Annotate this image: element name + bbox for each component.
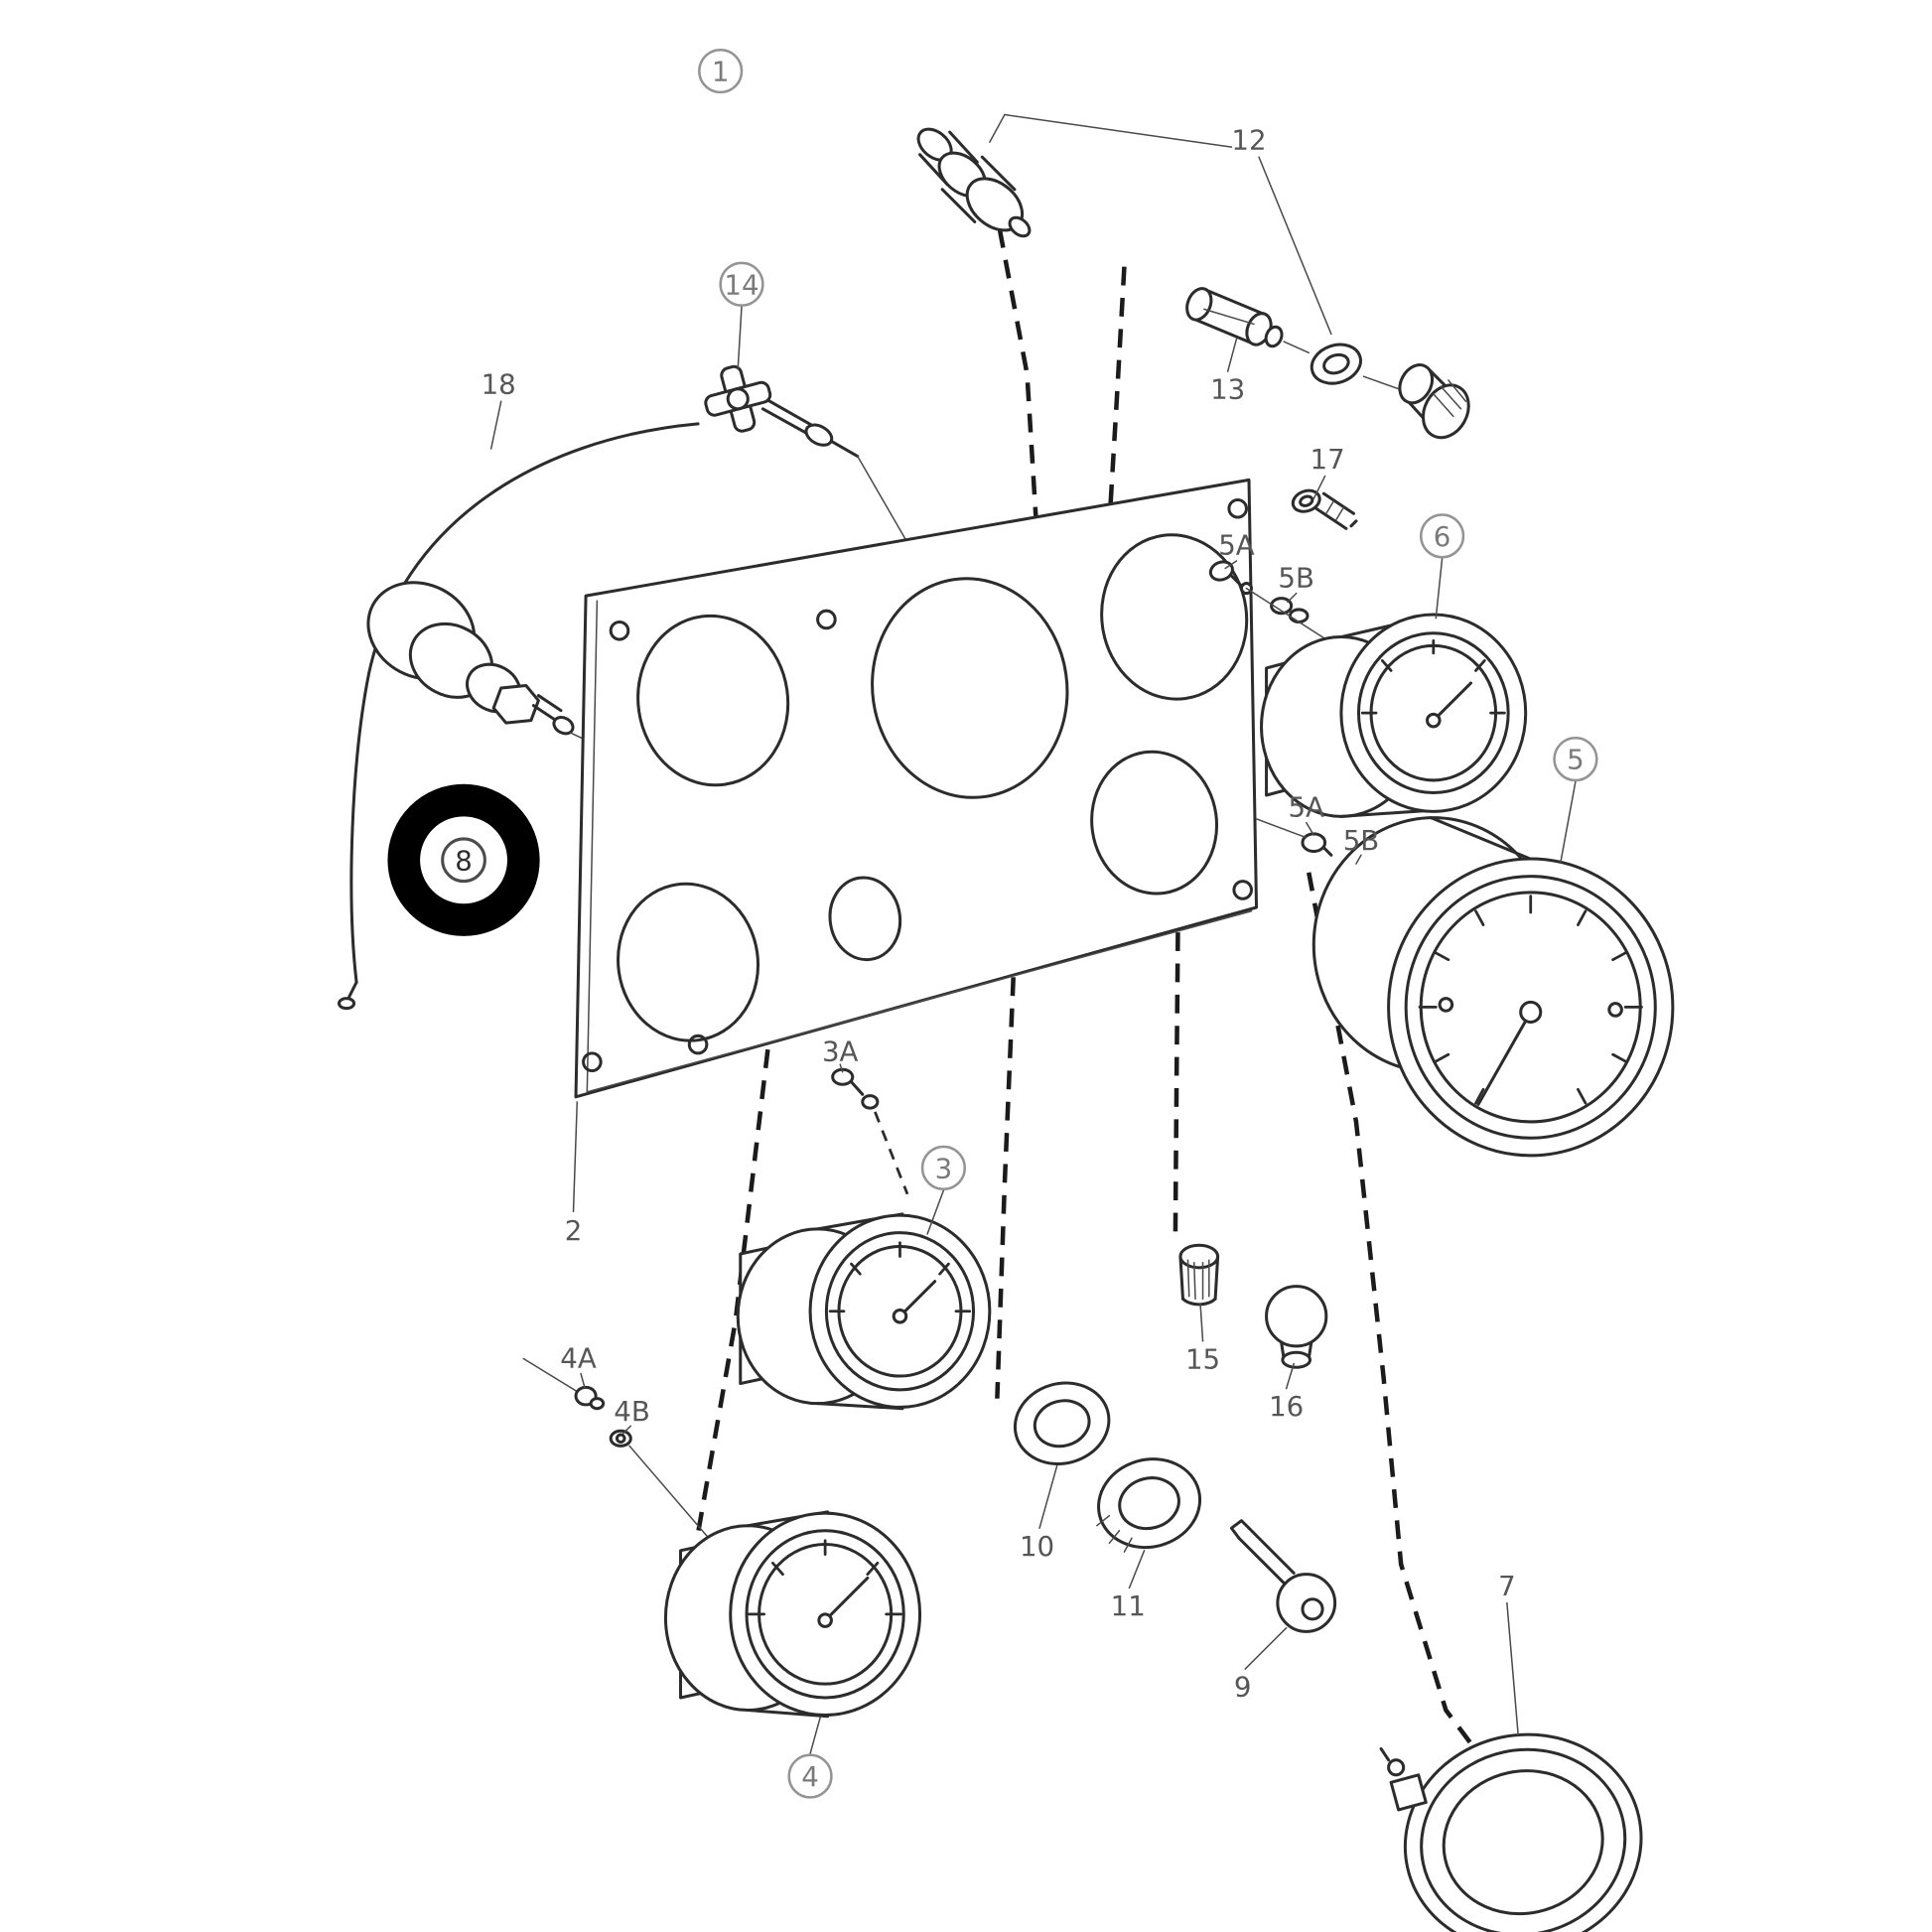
callout-18-label[interactable]: 18: [482, 368, 516, 401]
leader-lines: [489, 306, 1577, 1755]
gauge-needle: [823, 1576, 870, 1622]
dashed-assembly-lines: [695, 228, 1493, 1772]
nut-15: [1178, 1243, 1220, 1307]
sender-cable-18: [337, 422, 700, 1011]
washer-12: [1310, 343, 1362, 385]
callout-15-label[interactable]: 15: [1185, 1343, 1220, 1376]
callout-5-label[interactable]: 5: [1567, 744, 1585, 776]
panel-hole: [636, 614, 790, 787]
callout-10-label[interactable]: 10: [1020, 1530, 1054, 1563]
bulb-16: [1265, 1285, 1328, 1369]
callout-5a-lower-label[interactable]: 5A: [1289, 790, 1325, 823]
callout-3a-label[interactable]: 3A: [822, 1035, 859, 1067]
knob-14: [704, 364, 933, 587]
screw-5a-lower: [1301, 832, 1333, 857]
panel-hole: [828, 876, 902, 962]
panel-hole: [1100, 533, 1249, 701]
gauge-needle: [1476, 1010, 1533, 1106]
callout-14-label[interactable]: 14: [724, 268, 759, 301]
callout-5a-upper-label[interactable]: 5A: [1218, 529, 1255, 562]
seal-ring-8-highlight[interactable]: [387, 783, 540, 936]
callout-7-label[interactable]: 7: [1498, 1570, 1516, 1602]
callout-4a-label[interactable]: 4A: [560, 1341, 597, 1374]
ring-11: [1096, 1457, 1202, 1553]
callout-2-label[interactable]: 2: [565, 1214, 583, 1247]
callouts: 1 12 14 18 13 17 5A 5B 6 5 5A 5B 8 2 3A …: [441, 48, 1598, 1799]
panel-hole: [871, 577, 1069, 799]
callout-14[interactable]: 14: [719, 261, 764, 307]
nut-5b-upper: [1270, 597, 1310, 623]
panel-hole: [1090, 750, 1219, 896]
switch-12: [916, 127, 1032, 238]
nut-4b: [609, 1429, 714, 1545]
callout-6[interactable]: 6: [1419, 513, 1465, 559]
callout-4b-label[interactable]: 4B: [614, 1395, 650, 1428]
callout-5[interactable]: 5: [1553, 736, 1598, 782]
callout-9-label[interactable]: 9: [1234, 1671, 1252, 1704]
callout-3-label[interactable]: 3: [935, 1152, 953, 1184]
link-line: [1255, 818, 1308, 839]
gauge-3: [736, 1212, 992, 1411]
screw-3a: [831, 1067, 880, 1110]
bezel-ring-7: [1379, 1732, 1643, 1932]
screw-4a: [522, 1357, 606, 1411]
knob-cap-12: [1398, 363, 1470, 440]
instrument-panel-plate: [574, 478, 1259, 1099]
callout-3[interactable]: 3: [920, 1145, 966, 1190]
callout-17-label[interactable]: 17: [1311, 443, 1345, 476]
callout-11-label[interactable]: 11: [1111, 1589, 1146, 1622]
gauge-6: [1260, 613, 1528, 818]
callout-8-highlighted[interactable]: 8: [441, 837, 486, 884]
callout-1-label[interactable]: 1: [712, 56, 730, 88]
tachometer-5: [1311, 816, 1675, 1158]
screw-5a-upper: [1208, 560, 1254, 596]
callout-4[interactable]: 4: [787, 1753, 833, 1799]
callout-1[interactable]: 1: [698, 48, 744, 94]
screw-17: [1291, 488, 1358, 530]
callout-8-label[interactable]: 8: [455, 844, 473, 877]
fuse-13: [1185, 287, 1284, 348]
ring-10: [1013, 1381, 1111, 1465]
panel-hole: [617, 882, 760, 1042]
bracket-lines-12: [989, 113, 1400, 390]
callout-5b-lower-label[interactable]: 5B: [1343, 824, 1380, 857]
callout-12-label[interactable]: 12: [1231, 124, 1266, 157]
callout-16-label[interactable]: 16: [1269, 1390, 1304, 1423]
callout-4-label[interactable]: 4: [801, 1760, 819, 1793]
callout-13-label[interactable]: 13: [1210, 373, 1245, 406]
callout-6-label[interactable]: 6: [1434, 520, 1451, 553]
gauge-needle: [897, 1280, 937, 1318]
callout-5b-upper-label[interactable]: 5B: [1278, 561, 1314, 594]
gauge-needle: [1432, 681, 1472, 723]
key-9: [1229, 1519, 1337, 1633]
gauge-4: [663, 1510, 922, 1719]
